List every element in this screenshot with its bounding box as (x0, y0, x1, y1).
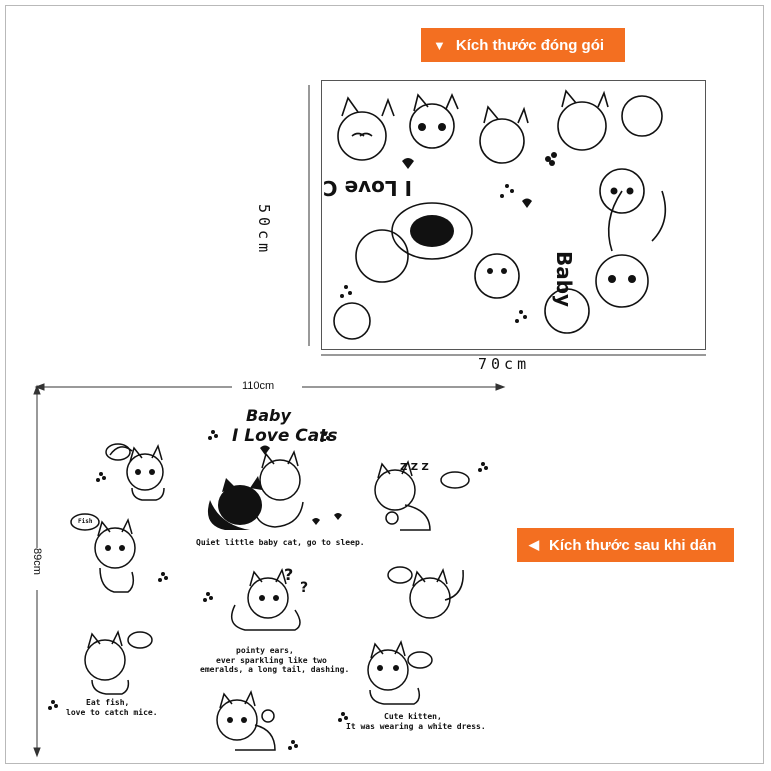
caption-eat-2: love to catch mice. (66, 708, 158, 717)
caption-cute-1: Cute kitten, (384, 712, 442, 721)
triangle-down-icon: ▼ (433, 37, 446, 53)
applied-baby-title: Baby (246, 406, 291, 425)
applied-love-cats-title: I Love Cats (232, 426, 338, 446)
caption-pointy-3: emeralds, a long tail, dashing. (200, 665, 350, 674)
sheet-love-cats-text: I Love Cats (322, 176, 412, 200)
applied-size-label: Kích thước sau khi dán (549, 536, 717, 554)
packaging-sheet: I Love Cats Baby (321, 80, 706, 350)
caption-pointy-1: pointy ears, (236, 646, 294, 655)
applied-width-label: 110cm (242, 380, 275, 392)
sheet-baby-text: Baby (552, 251, 576, 307)
caption-eat-1: Eat fish, (86, 698, 130, 707)
applied-height-label: 89cm (31, 548, 43, 575)
caption-quiet: Quiet little baby cat, go to sleep. (196, 538, 365, 547)
sheet-illustration: I Love Cats Baby (322, 89, 667, 340)
fish-bubble-text: Fish (78, 518, 93, 525)
applied-size-badge: ◀ Kích thước sau khi dán (517, 528, 734, 562)
sheet-height-label: 50cm (255, 204, 273, 257)
image-frame (5, 5, 764, 764)
packaging-size-label: Kích thước đóng gói (455, 36, 605, 54)
caption-cute-2: It was wearing a white dress. (346, 722, 486, 731)
sheet-width-label: 70cm (478, 355, 531, 373)
triangle-left-icon: ◀ (529, 537, 539, 552)
caption-pointy-2: ever sparkling like two (216, 656, 327, 665)
packaging-size-badge: ▼ Kích thước đóng gói (421, 28, 625, 62)
